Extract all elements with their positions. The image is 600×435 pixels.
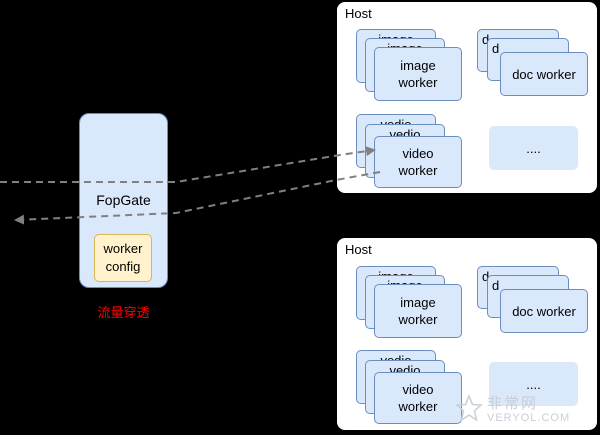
host-label: Host: [345, 242, 372, 257]
watermark-en-text: VERYOL.COM: [487, 412, 571, 424]
outbound-arrow: [14, 171, 381, 225]
more-workers-card: ....: [489, 362, 578, 406]
host-box-2: Host image image image worker d d doc wo…: [337, 238, 597, 430]
doc-worker-card: doc worker: [500, 52, 588, 96]
video-worker-card: video worker: [374, 372, 462, 424]
site-watermark: 非常网 VERYOL.COM: [455, 392, 595, 432]
worker-config-box: worker config: [94, 234, 152, 282]
host-label: Host: [345, 6, 372, 21]
star-logo-icon: [455, 394, 483, 422]
host-box-1: Host image image image worker d d doc wo…: [337, 2, 597, 193]
video-worker-card: video worker: [374, 136, 462, 188]
fopgate-box: FopGate worker config: [79, 113, 168, 288]
fopgate-label: FopGate: [96, 192, 151, 208]
image-worker-card: image worker: [374, 284, 462, 338]
watermark-cn-text: 非常网: [487, 395, 539, 412]
image-worker-card: image worker: [374, 47, 462, 101]
doc-worker-card: doc worker: [500, 289, 588, 333]
more-workers-card: ....: [489, 126, 578, 170]
traffic-penetration-caption: 流量穿透: [97, 305, 150, 320]
inbound-arrow: [0, 146, 376, 183]
